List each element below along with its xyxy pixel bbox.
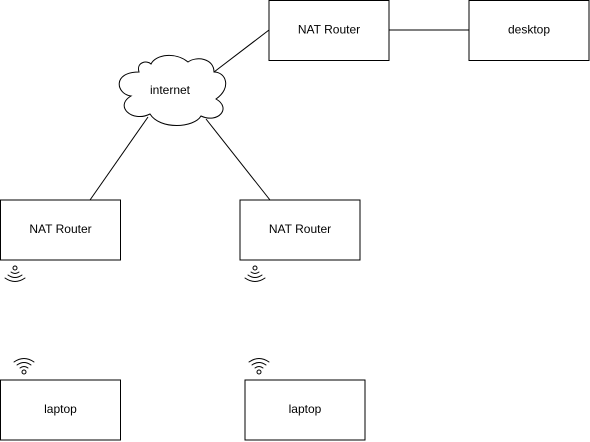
connectors	[89, 29, 469, 201]
desktop-box	[468, 0, 590, 61]
laptop-right-box	[244, 379, 366, 441]
router-left-label: NAT Router	[29, 222, 91, 236]
nat-router-left[interactable]: NAT Router	[0, 199, 121, 261]
laptop-left-box	[0, 379, 121, 441]
wifi-signal-icon	[248, 358, 270, 375]
router-left-box	[0, 199, 121, 261]
internet-cloud[interactable]: internet	[118, 55, 227, 126]
edge-internet-router-left	[89, 116, 149, 201]
router-top-box	[268, 0, 390, 61]
laptop-right-label: laptop	[289, 402, 322, 416]
cloud-shape	[118, 55, 227, 126]
router-top-label: NAT Router	[298, 23, 360, 37]
desktop-node[interactable]: desktop	[468, 0, 590, 61]
nat-router-top[interactable]: NAT Router	[268, 0, 390, 61]
edge-internet-router-top	[213, 29, 270, 73]
laptop-left-label: laptop	[44, 402, 77, 416]
internet-label: internet	[150, 83, 191, 97]
desktop-label: desktop	[508, 23, 550, 37]
laptop-right[interactable]: laptop	[244, 379, 366, 441]
wifi-broadcast-icon	[244, 265, 266, 282]
edge-internet-router-right	[205, 118, 271, 201]
router-right-box	[239, 199, 361, 261]
router-right-label: NAT Router	[269, 222, 331, 236]
wifi-signal-icon	[13, 358, 35, 375]
laptop-left[interactable]: laptop	[0, 379, 121, 441]
nat-router-right[interactable]: NAT Router	[239, 199, 361, 261]
wifi-broadcast-icon	[4, 265, 26, 282]
